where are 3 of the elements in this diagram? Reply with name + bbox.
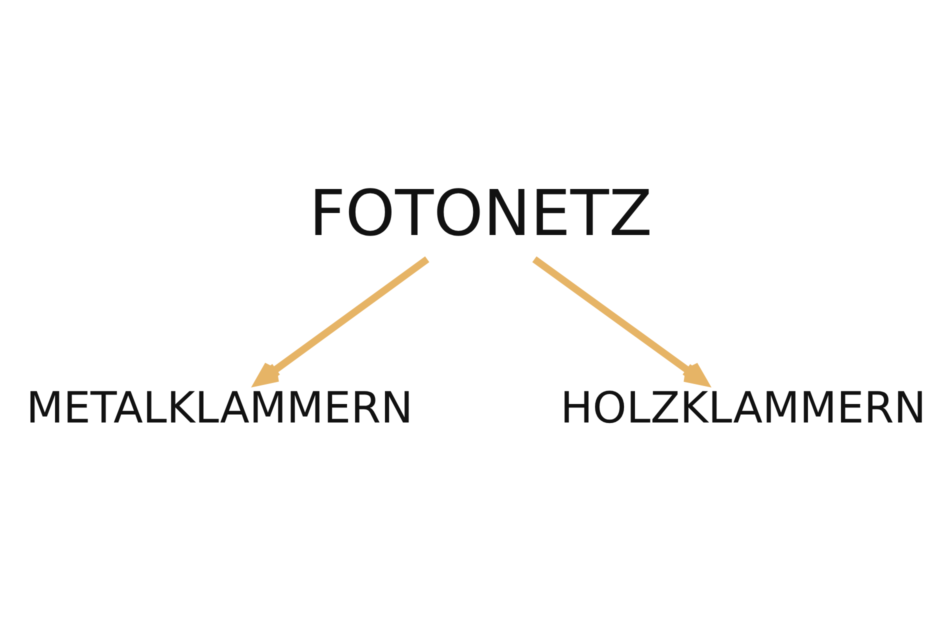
node-text: FOTONETZ xyxy=(309,175,652,250)
node-text: METALKLAMMERN xyxy=(26,383,413,434)
node-text: HOLZKLAMMERN xyxy=(560,383,926,434)
